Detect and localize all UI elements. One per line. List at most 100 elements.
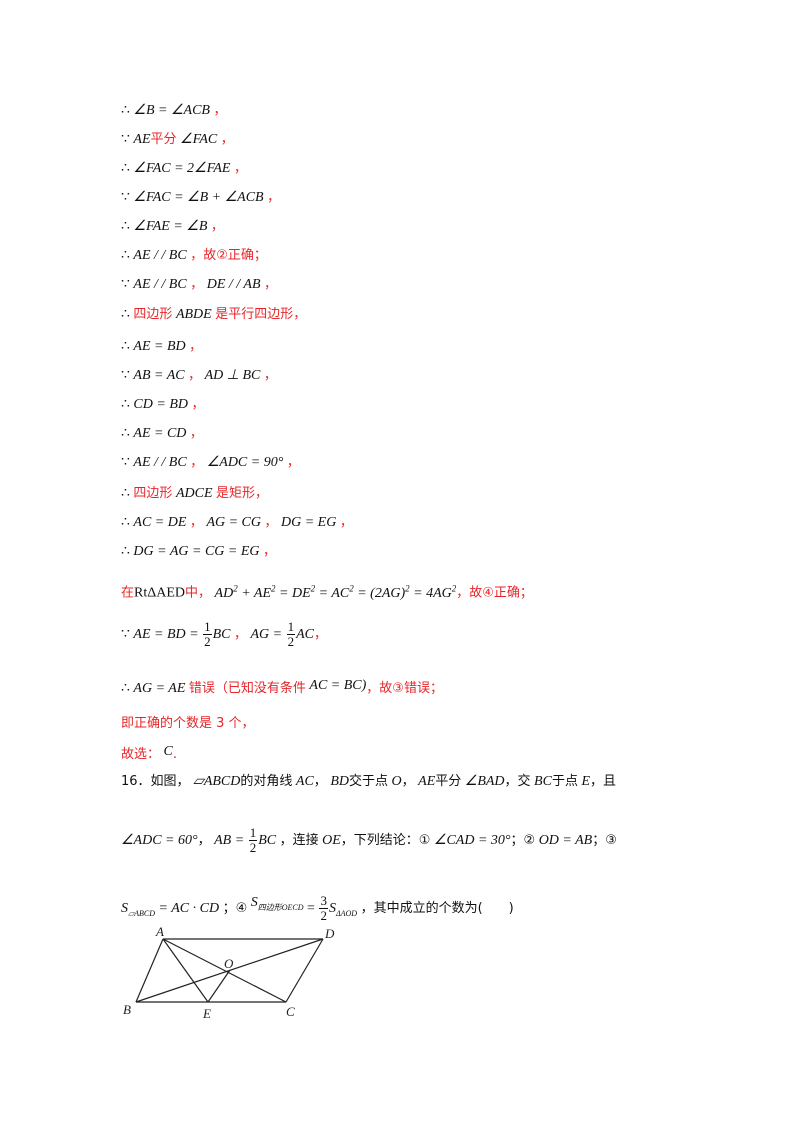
text-red: 错误（已知没有条件 <box>188 681 306 696</box>
parallelogram-figure: A D O B E C <box>123 924 335 1021</box>
solution-line: ∴ AE = CD ， <box>121 424 203 444</box>
text-red: ，故④正确； <box>456 585 533 601</box>
math-expr: AE = BD = <box>133 627 199 642</box>
math-expr: AD ⊥ BC <box>204 368 261 383</box>
solution-line: ∴ DG = AG = CG = EG ， <box>121 542 276 562</box>
subscript: ▱ABCD <box>128 908 156 918</box>
text-red: ， <box>314 627 328 642</box>
numerator: 1 <box>203 619 212 636</box>
text-red: 故选： <box>121 747 161 762</box>
logic-symbol: ∴ <box>121 426 134 441</box>
logic-symbol: ∴ <box>121 161 134 176</box>
text-red: 中， <box>185 585 212 601</box>
math-expr: E <box>581 774 591 789</box>
subscript: 四边形OECD <box>257 903 304 912</box>
logic-symbol: ∵ <box>121 368 130 383</box>
math-expr: O <box>391 774 402 789</box>
math-expr: AE = BD <box>133 339 186 354</box>
math-expr: BC <box>534 774 552 789</box>
numerator: 3 <box>319 893 328 910</box>
text: ，且 <box>590 774 617 789</box>
numerator: 1 <box>248 825 258 842</box>
logic-symbol: ∴ <box>121 339 134 354</box>
math-expr: = <box>303 901 315 916</box>
text: ，连接 <box>279 833 319 848</box>
text-red: 是平行四边形， <box>215 307 307 322</box>
math-expr: ADCE <box>175 486 213 501</box>
math-expr: BD <box>330 774 349 789</box>
text-red: ，故③错误； <box>366 681 443 696</box>
numerator: 1 <box>286 619 296 636</box>
text-red: 在 <box>121 585 135 601</box>
separator: ， <box>189 515 203 530</box>
text-red: . <box>172 747 177 762</box>
text: 的对角线 <box>240 774 293 789</box>
rt-triangle-line: 在RtΔAED中， AD2 + AE2 = DE2 = AC2 = (2AG)2… <box>121 578 533 604</box>
separator: ， <box>188 368 202 383</box>
separator: ， <box>263 544 277 559</box>
math-expr: ∠ADC = 60° <box>121 833 198 848</box>
solution-line: ∴ 四边形 ABDE 是平行四边形， <box>121 305 306 325</box>
question-line-1: 16．如图， ▱ABCD的对角线 AC， BD交于点 O， AE平分 ∠BAD，… <box>121 772 616 792</box>
separator: ， <box>220 132 234 147</box>
separator: ， <box>190 455 204 470</box>
separator: ， <box>191 397 205 412</box>
math-expr: S <box>250 895 258 910</box>
wrong-line: ∴ AG = AE 错误（已知没有条件 AC = BC)，故③错误； <box>121 676 443 699</box>
math-expr: BC <box>258 833 277 848</box>
math-expr: AC = BC) <box>309 678 367 693</box>
math-expr: OE <box>322 833 341 848</box>
math-expr: AE <box>133 132 151 147</box>
text: ， <box>197 833 211 848</box>
math-expr: ∠B = ∠ACB <box>133 103 210 118</box>
text-red: ，故②正确； <box>190 248 267 263</box>
label-o: O <box>224 956 234 971</box>
math-expr: ∠FAC = 2∠FAE <box>133 161 231 176</box>
math-expr: AE = CD <box>133 426 187 441</box>
separator: ， <box>189 426 203 441</box>
label-b: B <box>123 1002 131 1017</box>
math-expr: AE / / BC <box>133 277 187 292</box>
denominator: 2 <box>287 634 295 650</box>
text: ，其中成立的个数为( ) <box>360 901 514 916</box>
math-expr: ∠BAD <box>464 774 505 789</box>
separator: ， <box>267 190 281 205</box>
math-expr: AB = <box>214 833 245 848</box>
text: ，下列结论：① <box>340 833 431 848</box>
solution-line: ∴ ∠B = ∠ACB ， <box>121 101 226 121</box>
separator: ， <box>339 515 353 530</box>
subscript: ΔAOD <box>335 908 358 918</box>
separator: ， <box>210 219 224 234</box>
math-expr: AE / / BC <box>133 455 187 470</box>
separator: ， <box>190 277 204 292</box>
text: 如图， <box>150 774 190 789</box>
count-line: 即正确的个数是 3 个， <box>121 716 255 731</box>
math-expr: AC <box>296 627 314 642</box>
math-expr: AB = AC <box>133 368 185 383</box>
math-expr: AG = <box>250 627 283 642</box>
logic-symbol: ∵ <box>121 455 130 470</box>
text-red: ， <box>233 627 247 642</box>
math-expr: ∠ADC = 90° <box>206 455 284 470</box>
triangle-label: RtΔAED <box>134 585 186 601</box>
denominator: 2 <box>204 634 211 650</box>
separator: ， <box>213 103 227 118</box>
math-expr: S <box>328 901 336 916</box>
because-symbol: ∵ <box>121 627 134 642</box>
label-a: A <box>155 924 164 939</box>
solution-line: ∴ AC = DE ， AG = CG ， DG = EG ， <box>121 513 353 533</box>
denominator: 2 <box>249 840 257 856</box>
logic-symbol: ∵ <box>121 132 130 147</box>
logic-symbol: ∴ <box>121 486 134 501</box>
math-expr: BC <box>212 627 231 642</box>
text: ；② <box>510 833 536 848</box>
math-expr: ∠CAD = 30° <box>433 833 511 848</box>
separator: ， <box>264 277 278 292</box>
text-red: 四边形 <box>133 307 173 322</box>
text: ；④ <box>222 901 248 916</box>
